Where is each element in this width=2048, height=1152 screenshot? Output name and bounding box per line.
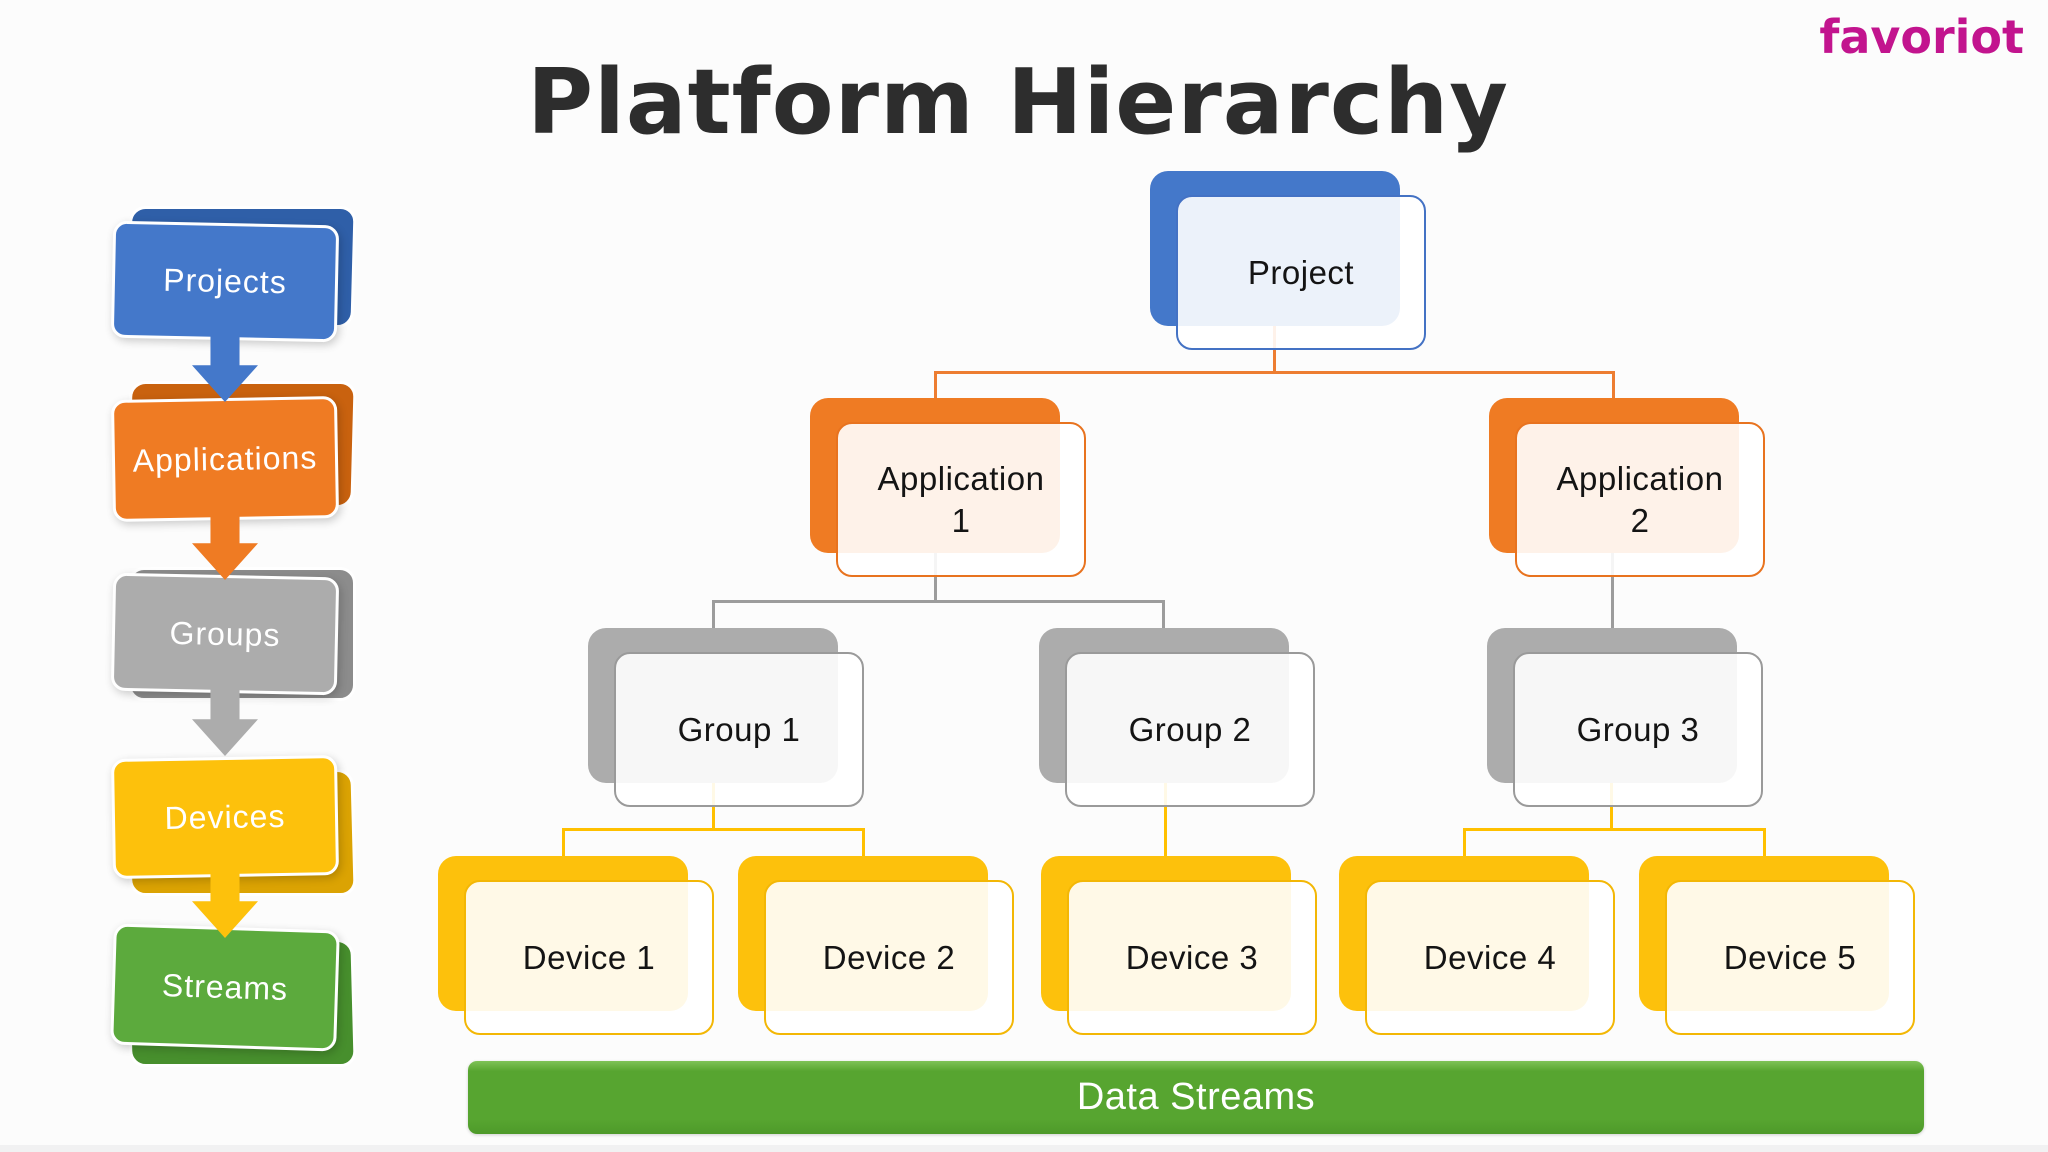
- node-label: Application 1: [836, 422, 1086, 577]
- sidebar-item-label: Applications: [110, 396, 340, 522]
- sidebar-item-label: Projects: [110, 220, 340, 343]
- sidebar-item-groups: Groups: [110, 567, 356, 701]
- node-application-2: Application 2: [1489, 398, 1765, 577]
- node-group-2: Group 2: [1039, 628, 1315, 807]
- node-application-1: Application 1: [810, 398, 1086, 577]
- sidebar-item-label: Devices: [110, 755, 340, 879]
- connector-segment: [562, 828, 565, 858]
- connector-segment: [712, 600, 1165, 603]
- connector-segment: [1162, 600, 1165, 630]
- connector-segment: [1610, 783, 1613, 831]
- sidebar-item-applications: Applications: [110, 381, 357, 522]
- sidebar-item-devices: Devices: [110, 755, 357, 896]
- node-label: Device 2: [764, 880, 1014, 1035]
- connector-segment: [934, 371, 1615, 374]
- sidebar-item-label: Groups: [110, 572, 340, 696]
- connector-segment: [1273, 326, 1276, 374]
- sidebar-item-label: Streams: [110, 923, 340, 1052]
- sidebar-item-projects: Projects: [110, 206, 357, 343]
- connector-segment: [934, 553, 937, 603]
- connector-segment: [712, 783, 715, 831]
- favoriot-logo: favoriot: [1819, 10, 2024, 64]
- data-streams-label: Data Streams: [1076, 1076, 1316, 1118]
- node-label: Device 3: [1067, 880, 1317, 1035]
- connector-segment: [934, 371, 937, 400]
- node-project: Project: [1150, 171, 1426, 350]
- bottom-edge-strip: [0, 1145, 2048, 1152]
- node-label: Device 5: [1665, 880, 1915, 1035]
- connector-segment: [562, 828, 865, 831]
- node-device-2: Device 2: [738, 856, 1014, 1035]
- node-label: Group 3: [1513, 652, 1763, 807]
- connector-segment: [862, 828, 865, 858]
- node-label: Group 1: [614, 652, 864, 807]
- sidebar-item-streams: Streams: [110, 923, 357, 1067]
- node-group-3: Group 3: [1487, 628, 1763, 807]
- page-title: Platform Hierarchy: [527, 50, 1509, 155]
- node-device-1: Device 1: [438, 856, 714, 1035]
- node-device-4: Device 4: [1339, 856, 1615, 1035]
- node-label: Application 2: [1515, 422, 1765, 577]
- node-label: Group 2: [1065, 652, 1315, 807]
- connector-segment: [1463, 828, 1766, 831]
- connector-segment: [1164, 783, 1167, 858]
- node-device-5: Device 5: [1639, 856, 1915, 1035]
- node-label: Device 4: [1365, 880, 1615, 1035]
- node-device-3: Device 3: [1041, 856, 1317, 1035]
- connector-segment: [1763, 828, 1766, 858]
- node-label: Project: [1176, 195, 1426, 350]
- data-streams-bar: Data Streams: [468, 1061, 1924, 1134]
- connector-segment: [1463, 828, 1466, 858]
- node-group-1: Group 1: [588, 628, 864, 807]
- connector-segment: [1612, 371, 1615, 400]
- connector-segment: [712, 600, 715, 630]
- node-label: Device 1: [464, 880, 714, 1035]
- connector-segment: [1611, 553, 1614, 630]
